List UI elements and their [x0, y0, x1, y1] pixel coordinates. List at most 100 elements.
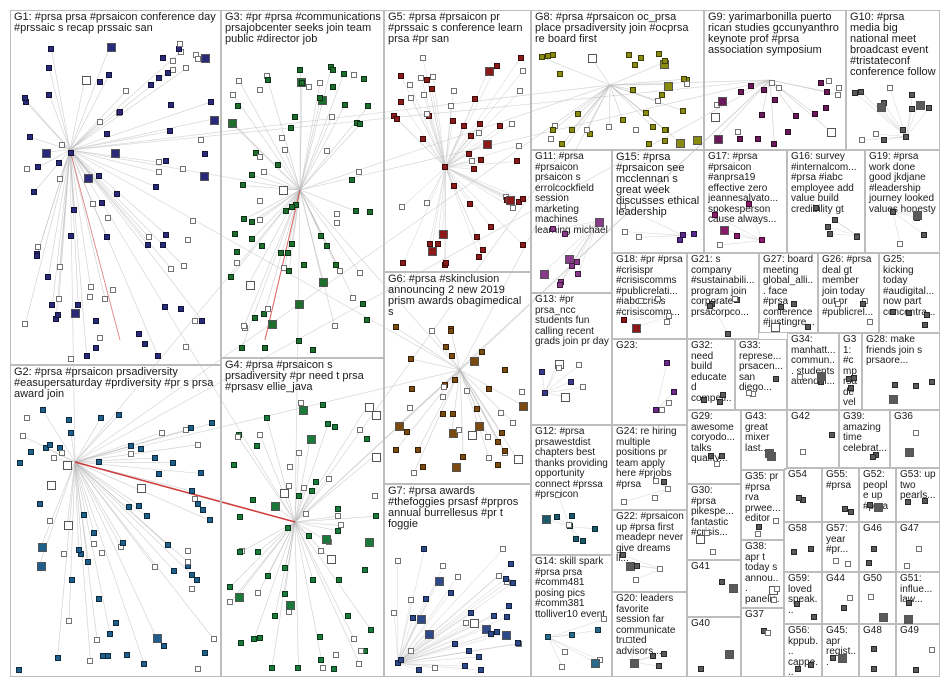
vertex-g4-6[interactable]: [334, 527, 341, 534]
vertex-g10-5[interactable]: [881, 136, 888, 143]
vertex-g1-12[interactable]: [27, 134, 34, 141]
vertex-g3-69[interactable]: [295, 300, 305, 310]
vertex-g1-31[interactable]: [162, 157, 169, 164]
vertex-g9-4[interactable]: [737, 89, 744, 96]
group-g36[interactable]: G36: [890, 410, 940, 468]
vertex-g1-74[interactable]: [123, 87, 130, 94]
vertex-g3-83[interactable]: [324, 148, 331, 155]
vertex-g35-2[interactable]: [756, 523, 762, 530]
vertex-g3-7[interactable]: [257, 87, 264, 94]
vertex-g4-52[interactable]: [268, 664, 275, 671]
vertex-g22-3[interactable]: [633, 562, 640, 569]
vertex-g5-20[interactable]: [439, 229, 449, 239]
vertex-g26-1[interactable]: [860, 300, 867, 307]
vertex-g4-51[interactable]: [257, 634, 264, 641]
vertex-g5-23[interactable]: [442, 259, 449, 266]
vertex-g6-21[interactable]: [475, 421, 485, 431]
vertex-g2-71[interactable]: [37, 500, 44, 507]
vertex-g8-12[interactable]: [680, 108, 687, 115]
vertex-g6-22[interactable]: [429, 327, 436, 334]
vertex-g3-53[interactable]: [256, 154, 263, 161]
vertex-g3-49[interactable]: [334, 210, 341, 217]
vertex-g38-0[interactable]: [770, 597, 777, 604]
group-g40[interactable]: G40: [687, 617, 741, 677]
vertex-g2-61[interactable]: [95, 596, 102, 603]
vertex-g9-7[interactable]: [734, 128, 741, 135]
vertex-g8-18[interactable]: [619, 117, 626, 124]
vertex-g16-4[interactable]: [854, 233, 861, 240]
vertex-g5-53[interactable]: [424, 111, 431, 118]
vertex-g3-34[interactable]: [288, 204, 295, 211]
vertex-g14-6[interactable]: [561, 649, 568, 656]
vertex-g20-1[interactable]: [649, 652, 656, 659]
vertex-g21-3[interactable]: [707, 303, 714, 309]
vertex-g4-65[interactable]: [364, 538, 374, 548]
vertex-g2-22[interactable]: [136, 502, 143, 509]
vertex-g5-26[interactable]: [420, 135, 427, 142]
vertex-g9-11[interactable]: [737, 135, 744, 142]
vertex-g1-41[interactable]: [176, 41, 183, 48]
vertex-g1-10[interactable]: [30, 189, 37, 196]
group-g18[interactable]: G18: #pr #prsa #crisispr #crisiscomms #p…: [612, 253, 687, 339]
vertex-g29-1[interactable]: [718, 453, 725, 460]
vertex-g2-5[interactable]: [81, 512, 88, 519]
vertex-g6-43[interactable]: [440, 394, 447, 401]
vertex-g4-3[interactable]: [336, 577, 343, 584]
vertex-g7-21[interactable]: [463, 620, 470, 627]
vertex-g2-34[interactable]: [42, 444, 49, 451]
vertex-g7-12[interactable]: [503, 614, 510, 621]
vertex-g2-51[interactable]: [47, 481, 57, 491]
vertex-g4-8[interactable]: [271, 612, 278, 619]
vertex-g4-30[interactable]: [371, 452, 381, 462]
vertex-g2-23[interactable]: [123, 652, 130, 659]
vertex-g5-31[interactable]: [485, 67, 495, 77]
vertex-g5-36[interactable]: [482, 139, 492, 149]
vertex-g7-3[interactable]: [416, 615, 426, 624]
vertex-g2-46[interactable]: [189, 488, 196, 495]
vertex-g2-4[interactable]: [197, 470, 204, 477]
vertex-g1-46[interactable]: [164, 69, 171, 76]
vertex-g3-79[interactable]: [306, 84, 313, 91]
vertex-g3-1[interactable]: [233, 259, 240, 266]
vertex-g7-13[interactable]: [408, 647, 415, 654]
vertex-g9-18[interactable]: [824, 88, 831, 95]
vertex-g2-29[interactable]: [69, 577, 76, 584]
vertex-g6-10[interactable]: [485, 434, 492, 441]
vertex-g4-63[interactable]: [345, 612, 352, 619]
vertex-g9-8[interactable]: [776, 84, 783, 91]
vertex-g1-57[interactable]: [105, 214, 111, 221]
vertex-g2-68[interactable]: [64, 521, 74, 531]
group-g44[interactable]: G44: [822, 572, 859, 624]
vertex-g18-0[interactable]: [666, 313, 673, 319]
vertex-g2-56[interactable]: [94, 636, 101, 643]
vertex-g56-1[interactable]: [808, 661, 815, 668]
vertex-g3-0[interactable]: [245, 280, 255, 290]
group-g22[interactable]: G22: #prsaicon up #prsa first meadepr ne…: [612, 510, 687, 592]
group-g19[interactable]: G19: #prsa work done good jkdjane #leade…: [865, 150, 940, 253]
vertex-g27-1[interactable]: [777, 303, 784, 310]
vertex-g1-60[interactable]: [35, 164, 42, 171]
vertex-g6-36[interactable]: [513, 455, 523, 465]
group-g59[interactable]: G59: loved speak...: [784, 572, 822, 624]
vertex-g29-2[interactable]: [707, 453, 714, 460]
vertex-g4-17[interactable]: [335, 506, 342, 513]
vertex-g6-2[interactable]: [407, 355, 414, 362]
vertex-g6-35[interactable]: [470, 356, 480, 366]
vertex-g50-0[interactable]: [878, 612, 888, 622]
vertex-g8-36[interactable]: [676, 138, 686, 148]
vertex-g2-66[interactable]: [158, 429, 165, 436]
group-g13[interactable]: G13: #pr prsa_ncc students fun calling r…: [531, 293, 612, 425]
vertex-g54-1[interactable]: [796, 495, 803, 502]
vertex-g51-1[interactable]: [904, 614, 914, 624]
vertex-g15-5[interactable]: [619, 203, 626, 210]
vertex-g6-3[interactable]: [518, 389, 525, 396]
vertex-g8-6[interactable]: [568, 126, 575, 133]
vertex-g1-35[interactable]: [90, 201, 97, 207]
group-g27[interactable]: G27: board meeting global_alli... face #…: [759, 253, 818, 333]
vertex-g2-63[interactable]: [62, 461, 72, 471]
vertex-g7-25[interactable]: [468, 610, 475, 617]
vertex-g48-0[interactable]: [870, 665, 877, 672]
vertex-g1-82[interactable]: [156, 159, 163, 166]
group-g1[interactable]: G1: #prsa prsa #prsaicon conference day …: [10, 10, 221, 365]
vertex-g1-92[interactable]: [96, 118, 103, 125]
